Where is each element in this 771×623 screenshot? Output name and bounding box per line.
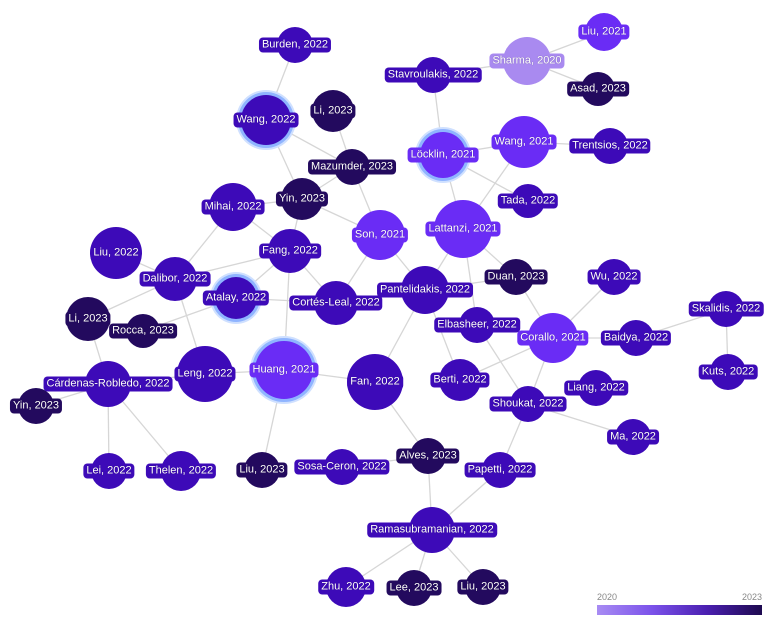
node-wu2022[interactable]: [596, 259, 632, 295]
node-stavroulakis2022[interactable]: [415, 57, 451, 93]
node-li2023a[interactable]: [312, 90, 354, 132]
node-huang2021[interactable]: [255, 341, 313, 399]
node-rocca2023[interactable]: [126, 314, 160, 348]
node-kuts2022[interactable]: [710, 354, 746, 390]
year-color-legend: 2020 2023: [597, 592, 762, 615]
node-yin2023b[interactable]: [18, 388, 54, 424]
node-atalay2022[interactable]: [215, 277, 257, 319]
legend-max-label: 2023: [741, 592, 762, 602]
node-lei2022[interactable]: [91, 453, 127, 489]
node-papetti2022[interactable]: [482, 452, 518, 488]
node-cardenas2022[interactable]: [85, 361, 131, 407]
node-liang2022[interactable]: [578, 370, 614, 406]
node-corallo2021[interactable]: [528, 313, 578, 363]
node-asad2023[interactable]: [581, 72, 615, 106]
node-liu2023a[interactable]: [244, 452, 280, 488]
node-fang2022[interactable]: [268, 229, 312, 273]
node-locklin2021[interactable]: [420, 132, 466, 178]
node-liu2023b[interactable]: [465, 569, 501, 605]
node-li2023b[interactable]: [66, 297, 110, 341]
node-dalibor2022[interactable]: [153, 257, 197, 301]
legend-ticks: 2020 2023: [597, 592, 762, 602]
legend-gradient-bar: [597, 605, 762, 615]
node-lattanzi2021[interactable]: [434, 200, 492, 258]
node-lee2023[interactable]: [396, 570, 432, 606]
node-wang2021[interactable]: [498, 116, 550, 168]
node-elbasheer2022[interactable]: [459, 307, 495, 343]
node-mihai2022[interactable]: [209, 183, 257, 231]
node-burden2022[interactable]: [277, 27, 313, 63]
node-berti2022[interactable]: [439, 359, 481, 401]
node-son2021[interactable]: [355, 210, 405, 260]
node-leng2022[interactable]: [177, 346, 233, 402]
node-tada2022[interactable]: [511, 184, 545, 218]
node-trentsios2022[interactable]: [592, 128, 628, 164]
node-sharma2020[interactable]: [503, 37, 551, 85]
node-liu2021[interactable]: [585, 13, 623, 51]
node-pantelidakis2022[interactable]: [401, 266, 449, 314]
node-shoukat2022[interactable]: [510, 386, 546, 422]
node-sosaceron2022[interactable]: [324, 449, 360, 485]
legend-min-label: 2020: [597, 592, 618, 602]
node-duan2023[interactable]: [498, 259, 534, 295]
node-yin2023a[interactable]: [281, 178, 323, 220]
node-thelen2022[interactable]: [161, 451, 201, 491]
node-skalidis2022[interactable]: [708, 291, 744, 327]
node-mazumder2023[interactable]: [334, 149, 370, 185]
node-liu2022[interactable]: [90, 227, 142, 279]
node-corteslael2022[interactable]: [314, 281, 358, 325]
node-ma2022[interactable]: [615, 419, 651, 455]
node-fan2022[interactable]: [347, 354, 403, 410]
node-wang2022[interactable]: [241, 95, 291, 145]
node-baidya2022[interactable]: [618, 320, 654, 356]
node-alves2023[interactable]: [410, 438, 446, 474]
node-ramasubramanian2022[interactable]: [409, 507, 455, 553]
node-zhu2022[interactable]: [326, 567, 366, 607]
